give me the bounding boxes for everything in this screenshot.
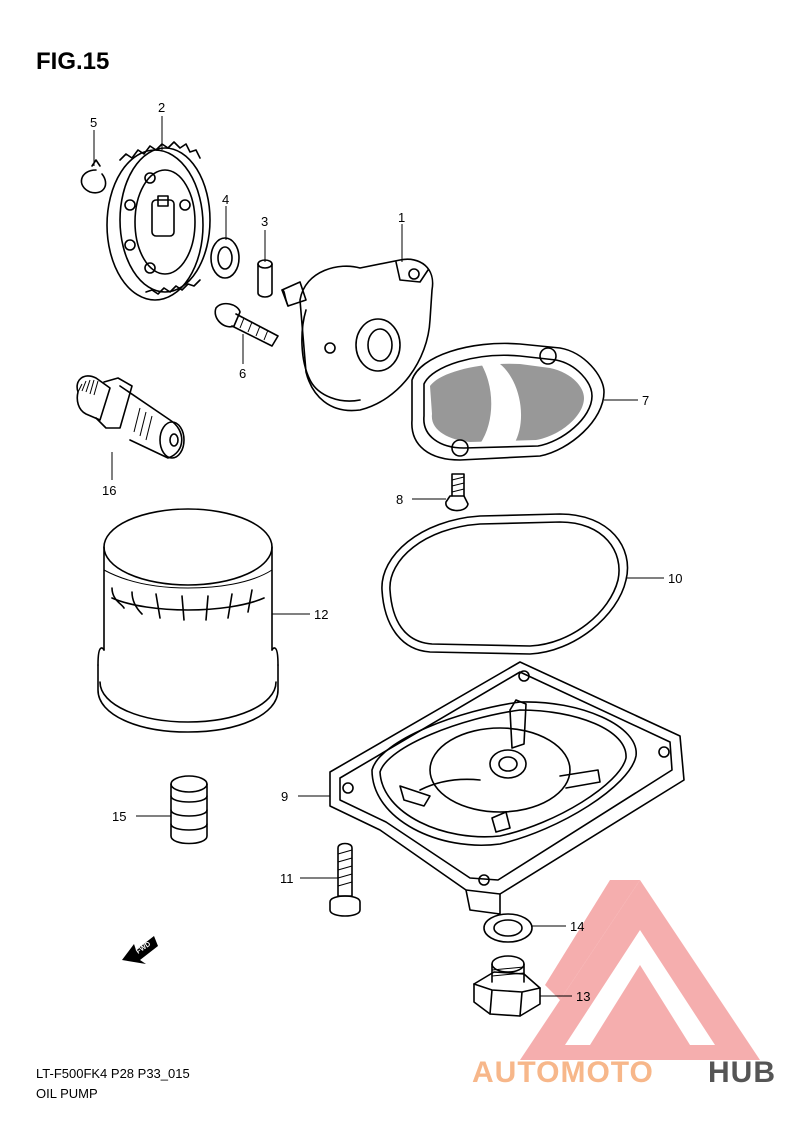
watermark-logo [520,880,760,1060]
callout-14: 14 [570,919,584,934]
callout-9: 9 [281,789,288,804]
part-11-bolt [329,842,361,917]
part-14-washer [483,913,533,943]
callout-7: 7 [642,393,649,408]
figure-name: OIL PUMP [36,1086,98,1101]
callout-2: 2 [158,100,165,115]
part-3-pin [257,259,273,298]
figure-code: LT-F500FK4 P28 P33_015 [36,1066,190,1081]
callout-3: 3 [261,214,268,229]
watermark-text: AUTOMOTO HUB [472,1056,776,1089]
callout-8: 8 [396,492,403,507]
part-5-circlip [80,159,107,194]
callout-10: 10 [668,571,682,586]
callout-4: 4 [222,192,229,207]
watermark-part2: HUB [708,1056,776,1089]
callout-13: 13 [576,989,590,1004]
callout-1: 1 [398,210,405,225]
part-4-washer [210,237,240,279]
leader-lines [93,116,664,997]
watermark-part1: AUTOMOTO [472,1056,654,1089]
callout-12: 12 [314,607,328,622]
callout-5: 5 [90,115,97,130]
part-7-strainer [411,342,605,461]
figure-title: FIG.15 [36,48,110,75]
part-13-drain-plug [473,955,541,1017]
part-10-gasket [381,513,629,655]
callout-6: 6 [239,366,246,381]
callout-15: 15 [112,809,126,824]
part-1-oil-pump [281,258,434,412]
part-15-cap [170,775,208,845]
part-12-oil-filter [97,508,279,733]
part-6-bolt [214,302,279,347]
callout-16: 16 [102,483,116,498]
fwd-arrow-icon: FWD [122,936,158,964]
part-9-oil-pan [329,661,685,915]
part-16-sensor [76,375,185,459]
part-2-gear [106,141,211,301]
callout-labels: 1 2 3 4 5 6 7 8 9 10 11 12 13 14 15 16 [90,100,682,1004]
part-8-bolt [445,473,469,512]
callout-11: 11 [280,871,294,886]
